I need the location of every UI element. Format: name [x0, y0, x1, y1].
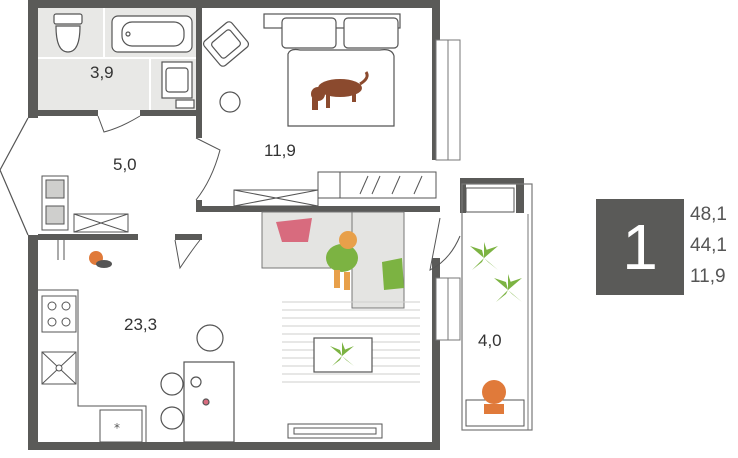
cushion-green	[382, 258, 404, 290]
living-door	[174, 239, 201, 270]
tv-stand-icon	[287, 423, 383, 439]
side-table	[219, 91, 241, 113]
radiator	[57, 240, 65, 260]
toilet-icon	[53, 13, 83, 53]
cushion-pink	[276, 218, 312, 242]
bedroom-area: 11,9	[690, 266, 726, 287]
plant-icon	[470, 242, 522, 302]
area-bathroom: 3,9	[90, 63, 114, 82]
balcony-cabinet	[465, 187, 515, 213]
area-balcony: 4,0	[478, 331, 502, 350]
entrance-door	[0, 117, 29, 236]
room-count-badge: 1	[596, 199, 684, 295]
balcony-frame	[461, 183, 533, 431]
svg-text:*: *	[114, 421, 120, 435]
stove-icon	[41, 295, 77, 333]
balcony-door	[429, 217, 461, 271]
area-living-kitchen: 23,3	[124, 315, 157, 334]
area-hallway: 5,0	[113, 155, 137, 174]
area-stats: 48,1 44,1 11,9	[690, 199, 738, 292]
area-bedroom: 11,9	[264, 141, 296, 160]
cat-icon	[89, 251, 112, 268]
bed-icon	[263, 13, 401, 127]
bedroom-door	[195, 137, 221, 201]
total-area: 48,1	[690, 204, 727, 225]
shoe-cabinet	[73, 213, 129, 233]
dresser	[233, 189, 319, 207]
sink-icon	[161, 61, 195, 109]
table-icon	[183, 361, 235, 443]
dog-icon	[311, 71, 369, 110]
interior-walls	[38, 8, 440, 240]
wardrobe-icon-bedroom	[317, 171, 437, 199]
wardrobe-icon	[41, 175, 69, 231]
bathtub-icon	[111, 15, 193, 53]
bathroom-door	[97, 115, 141, 133]
chair-icon	[160, 324, 224, 430]
kitchen-sink-icon	[41, 351, 77, 385]
kitchen-counter	[38, 289, 147, 442]
plant-icon	[330, 342, 354, 366]
bedroom-window	[435, 39, 461, 161]
armchair-icon	[202, 21, 250, 67]
desk-icon	[465, 380, 525, 427]
person-icon	[326, 231, 358, 290]
balcony-window	[435, 277, 461, 341]
fridge: *	[99, 409, 143, 443]
living-area: 44,1	[690, 235, 727, 256]
